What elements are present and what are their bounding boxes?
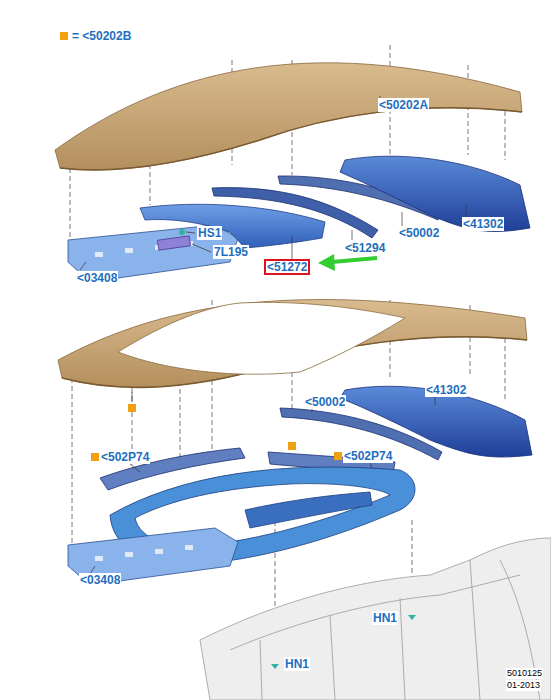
callout-number: <03408 xyxy=(79,573,121,587)
callout-number: <41302 xyxy=(425,383,467,397)
callout-number: HN1 xyxy=(284,657,310,671)
legend-text: = <50202B xyxy=(71,29,132,43)
callout-number: <50202A xyxy=(378,98,429,112)
callout-number: <50002 xyxy=(304,395,346,409)
legend-swatch xyxy=(60,32,68,40)
callout-number: HN1 xyxy=(372,611,398,625)
drawing-reference: 01-2013 xyxy=(506,680,541,691)
callout-number: <51272 xyxy=(264,259,310,275)
callout-number: <502P74 xyxy=(100,450,150,464)
drawing-reference: 5010125 xyxy=(506,668,543,679)
callout-number: <50002 xyxy=(398,226,440,240)
callout-number: <502P74 xyxy=(343,449,393,463)
callout-number: 7L195 xyxy=(213,245,249,259)
callout-number: <51294 xyxy=(344,241,386,255)
callout-number: <03408 xyxy=(76,271,118,285)
callout-number: <41302 xyxy=(462,217,504,231)
callout-number: HS1 xyxy=(197,226,222,240)
